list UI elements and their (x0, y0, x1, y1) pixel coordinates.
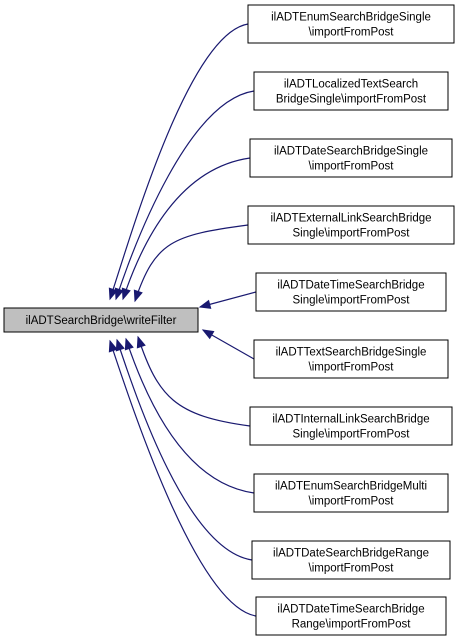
edge-internal-link (137, 336, 251, 427)
edge-enum-multi (125, 338, 255, 494)
caller-node-internal-link-label-line-2: Single\importFromPost (293, 429, 411, 441)
caller-node-datetime-range-label-line-2: Range\importFromPost (292, 619, 412, 631)
caller-node-external-link-label-line-1: ilADTExternalLinkSearchBridge (270, 213, 431, 225)
caller-node-enum-multi-label-line-1: ilADTEnumSearchBridgeMulti (275, 481, 427, 493)
focus-node-writefilter-box (3, 307, 199, 333)
caller-node-external-link[interactable]: ilADTExternalLinkSearchBridgeSingle\impo… (247, 205, 455, 245)
caller-node-enum-single[interactable]: ilADTEnumSearchBridgeSingle \importFromPo… (247, 4, 455, 44)
edge-date-single (122, 157, 251, 300)
edge-datetime-range (109, 340, 257, 617)
caller-node-date-single-label-line-2: \importFromPost (309, 161, 395, 173)
arrowhead-enum-multi (124, 337, 134, 351)
arrowhead-internal-link (136, 335, 146, 349)
caller-node-enum-multi-box (253, 473, 449, 513)
caller-node-date-range-label-line-1: ilADTDateSearchBridgeRange (273, 548, 429, 560)
arrowhead-external-link (133, 289, 143, 303)
focus-node-writefilter[interactable]: ilADTSearchBridge\writeFilter (3, 307, 199, 333)
caller-node-text-single-label-line-2: \importFromPost (309, 362, 395, 374)
caller-node-external-link-box (247, 205, 455, 245)
caller-node-date-range-box (251, 540, 451, 580)
caller-node-localized-text-label-line-1: ilADTLocalizedTextSearch (284, 79, 418, 91)
edges-layer (108, 23, 257, 617)
caller-node-datetime-single[interactable]: ilADTDateTimeSearchBridgeSingle\importFr… (255, 272, 447, 312)
caller-node-date-range[interactable]: ilADTDateSearchBridgeRange \importFromPos… (251, 540, 451, 580)
caller-node-localized-text[interactable]: ilADTLocalizedTextSearchBridgeSingle\imp… (253, 71, 449, 111)
arrowhead-text-single (201, 329, 215, 340)
caller-node-date-range-label-line-2: \importFromPost (309, 563, 395, 575)
caller-node-date-single-label-line-1: ilADTDateSearchBridgeSingle (274, 146, 428, 158)
caller-node-localized-text-box (253, 71, 449, 111)
caller-node-enum-multi-label-line-2: \importFromPost (309, 496, 395, 508)
caller-node-datetime-single-label-line-2: Single\importFromPost (293, 295, 411, 307)
arrowhead-datetime-single (198, 299, 212, 309)
caller-node-datetime-single-label-line-1: ilADTDateTimeSearchBridge (277, 280, 424, 292)
focus-node-writefilter-label-line-1: ilADTSearchBridge\writeFilter (26, 315, 177, 327)
nodes-layer: ilADTSearchBridge\writeFilter ilADTEnumSe… (3, 4, 455, 636)
arrowhead-datetime-range (108, 339, 118, 353)
caller-node-date-single-box (249, 138, 453, 178)
caller-node-datetime-single-box (255, 272, 447, 312)
edge-localized-text (115, 90, 255, 300)
caller-node-enum-single-box (247, 4, 455, 44)
caller-node-localized-text-label-line-2: BridgeSingle\importFromPost (276, 94, 427, 106)
arrowhead-localized-text (114, 287, 124, 301)
caller-node-enum-single-label-line-1: ilADTEnumSearchBridgeSingle (271, 12, 431, 24)
caller-node-datetime-range-label-line-1: ilADTDateTimeSearchBridge (277, 604, 424, 616)
caller-node-enum-single-label-line-2: \importFromPost (309, 27, 395, 39)
edge-enum-single (109, 23, 249, 300)
arrowhead-date-range (115, 338, 125, 352)
caller-node-internal-link-box (249, 406, 453, 446)
caller-node-text-single-label-line-1: ilADTTextSearchBridgeSingle (276, 347, 427, 359)
edge-external-link (134, 224, 249, 302)
caller-node-internal-link-label-line-1: ilADTInternalLinkSearchBridge (272, 414, 429, 426)
caller-node-enum-multi[interactable]: ilADTEnumSearchBridgeMulti \importFromPos… (253, 473, 449, 513)
caller-node-text-single[interactable]: ilADTTextSearchBridgeSingle \importFromPo… (253, 339, 449, 379)
caller-node-datetime-range-box (255, 596, 447, 636)
edge-date-range (116, 339, 253, 561)
caller-node-datetime-range[interactable]: ilADTDateTimeSearchBridgeRange\importFro… (255, 596, 447, 636)
caller-node-external-link-label-line-2: Single\importFromPost (293, 228, 411, 240)
arrowhead-date-single (121, 287, 131, 301)
caller-node-date-single[interactable]: ilADTDateSearchBridgeSingle \importFromPo… (249, 138, 453, 178)
caller-node-internal-link[interactable]: ilADTInternalLinkSearchBridgeSingle\impo… (249, 406, 453, 446)
caller-node-text-single-box (253, 339, 449, 379)
